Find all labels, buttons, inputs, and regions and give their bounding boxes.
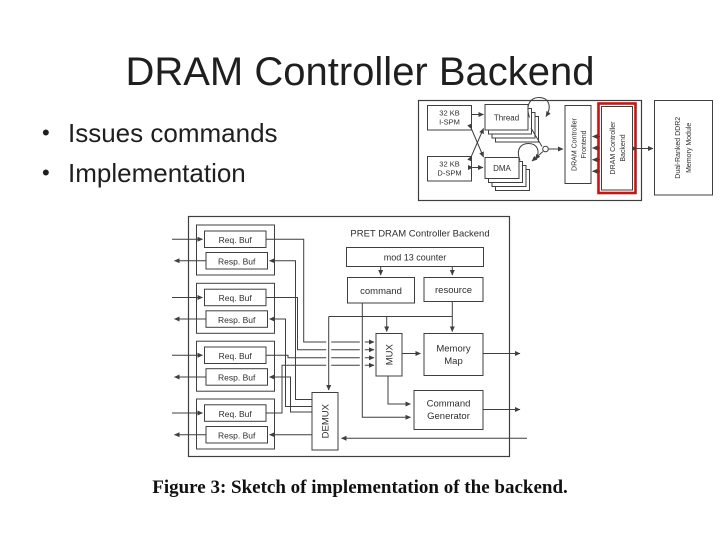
backend-box	[601, 106, 633, 191]
thread-label: Thread	[494, 114, 519, 123]
thread-to-arbiter-line	[530, 127, 543, 147]
memory-label-2: Memory Module	[686, 123, 693, 173]
demux-label: DEMUX	[321, 403, 332, 438]
resource-box	[423, 277, 484, 302]
dspm-label-1: 32 KB	[439, 160, 459, 169]
backend-label-2: Backend	[620, 134, 627, 161]
req2-to-mux-wire	[266, 297, 374, 350]
demux-to-resp3-wire	[269, 374, 312, 413]
demux-to-resp1-wire	[269, 258, 312, 400]
ispm-box	[427, 105, 472, 131]
req-buf-label: Req. Buf	[219, 351, 253, 361]
buffer-group-3: Req. Buf Resp. Buf	[196, 340, 275, 392]
frontend-label-1: DRAM Controller	[572, 117, 579, 171]
ispm-label-1: 32 KB	[439, 109, 459, 118]
command-label: command	[360, 286, 402, 297]
bullet-text: Implementation	[68, 157, 246, 188]
req-buf-label: Req. Buf	[219, 293, 253, 303]
dspm-label-2: D-SPM	[437, 169, 461, 178]
resp-buf-label: Resp. Buf	[218, 431, 256, 441]
resource-label: resource	[435, 285, 472, 296]
command-generator-box	[413, 390, 484, 430]
thread-selfloop-arrow	[527, 96, 551, 118]
external-io-arrows	[172, 236, 206, 438]
frontend-box	[564, 105, 592, 184]
mod13-counter-box	[346, 247, 484, 267]
thread-stack: Thread	[484, 104, 539, 143]
architecture-overview-diagram: 32 KB I-SPM 32 KB D-SPM Thread DMA	[417, 96, 713, 202]
memory-map-box	[423, 333, 484, 376]
backend-diagram-title: PRET DRAM Controller Backend	[350, 229, 489, 240]
figure-caption: Figure 3: Sketch of implementation of th…	[152, 477, 568, 498]
slide-title: DRAM Controller Backend	[125, 50, 595, 94]
mod13-counter-label: mod 13 counter	[384, 253, 447, 263]
dma-selfloop-arrow	[517, 142, 541, 161]
dspm-thread-cross-arrow	[467, 128, 484, 162]
buffer-group-4: Req. Buf Resp. Buf	[196, 398, 275, 450]
mux-to-generator-wire	[387, 376, 411, 407]
memory-module-box	[654, 100, 713, 196]
bullet-list: • Issues commands • Implementation	[42, 113, 278, 193]
buffer-group-2: Req. Buf Resp. Buf	[196, 282, 275, 334]
command-generator-label-2: Generator	[427, 411, 470, 422]
arbiter-to-dma-arrow	[531, 151, 544, 162]
ispm-label-2: I-SPM	[439, 118, 460, 127]
req-buf-label: Req. Buf	[219, 235, 253, 245]
command-box	[347, 277, 415, 304]
resp-buf-label: Resp. Buf	[218, 373, 256, 383]
req-buf-label: Req. Buf	[219, 409, 253, 419]
wiring	[266, 238, 527, 441]
req3-to-mux-wire	[266, 355, 374, 358]
arbiter-node	[542, 145, 549, 153]
frontend-label-2: Frontend	[581, 130, 588, 158]
memory-map-label-1: Memory	[436, 344, 471, 355]
demux-to-resp2-wire	[269, 316, 312, 407]
command-generator-label-1: Command	[427, 399, 471, 410]
bullet-text: Issues commands	[68, 117, 278, 148]
bullet-dot: •	[42, 120, 50, 145]
command-to-generator-wire	[361, 303, 411, 420]
dspm-box	[427, 156, 472, 182]
bullet-item-implementation: • Implementation	[42, 153, 278, 193]
bullet-dot: •	[42, 160, 50, 185]
memory-map-label-2: Map	[444, 356, 462, 367]
memory-label-1: Dual-Ranked DDR2	[675, 117, 682, 179]
dma-label: DMA	[493, 164, 511, 173]
backend-label-1: DRAM Controller	[610, 121, 617, 175]
resp-buf-label: Resp. Buf	[218, 257, 256, 267]
buffer-group-1: Req. Buf Resp. Buf	[196, 224, 275, 276]
backend-implementation-diagram: PRET DRAM Controller Backend Req. Buf Re…	[172, 215, 527, 458]
bullet-item-issues: • Issues commands	[42, 113, 278, 153]
backend-to-frontend-arrows	[592, 134, 600, 174]
demux-box	[311, 392, 339, 451]
req4-to-mux-wire	[266, 365, 374, 414]
resp-buf-label: Resp. Buf	[218, 315, 256, 325]
req1-to-mux-wire	[266, 238, 374, 342]
mux-label: MUX	[385, 343, 396, 365]
dma-stack: DMA	[484, 157, 530, 191]
